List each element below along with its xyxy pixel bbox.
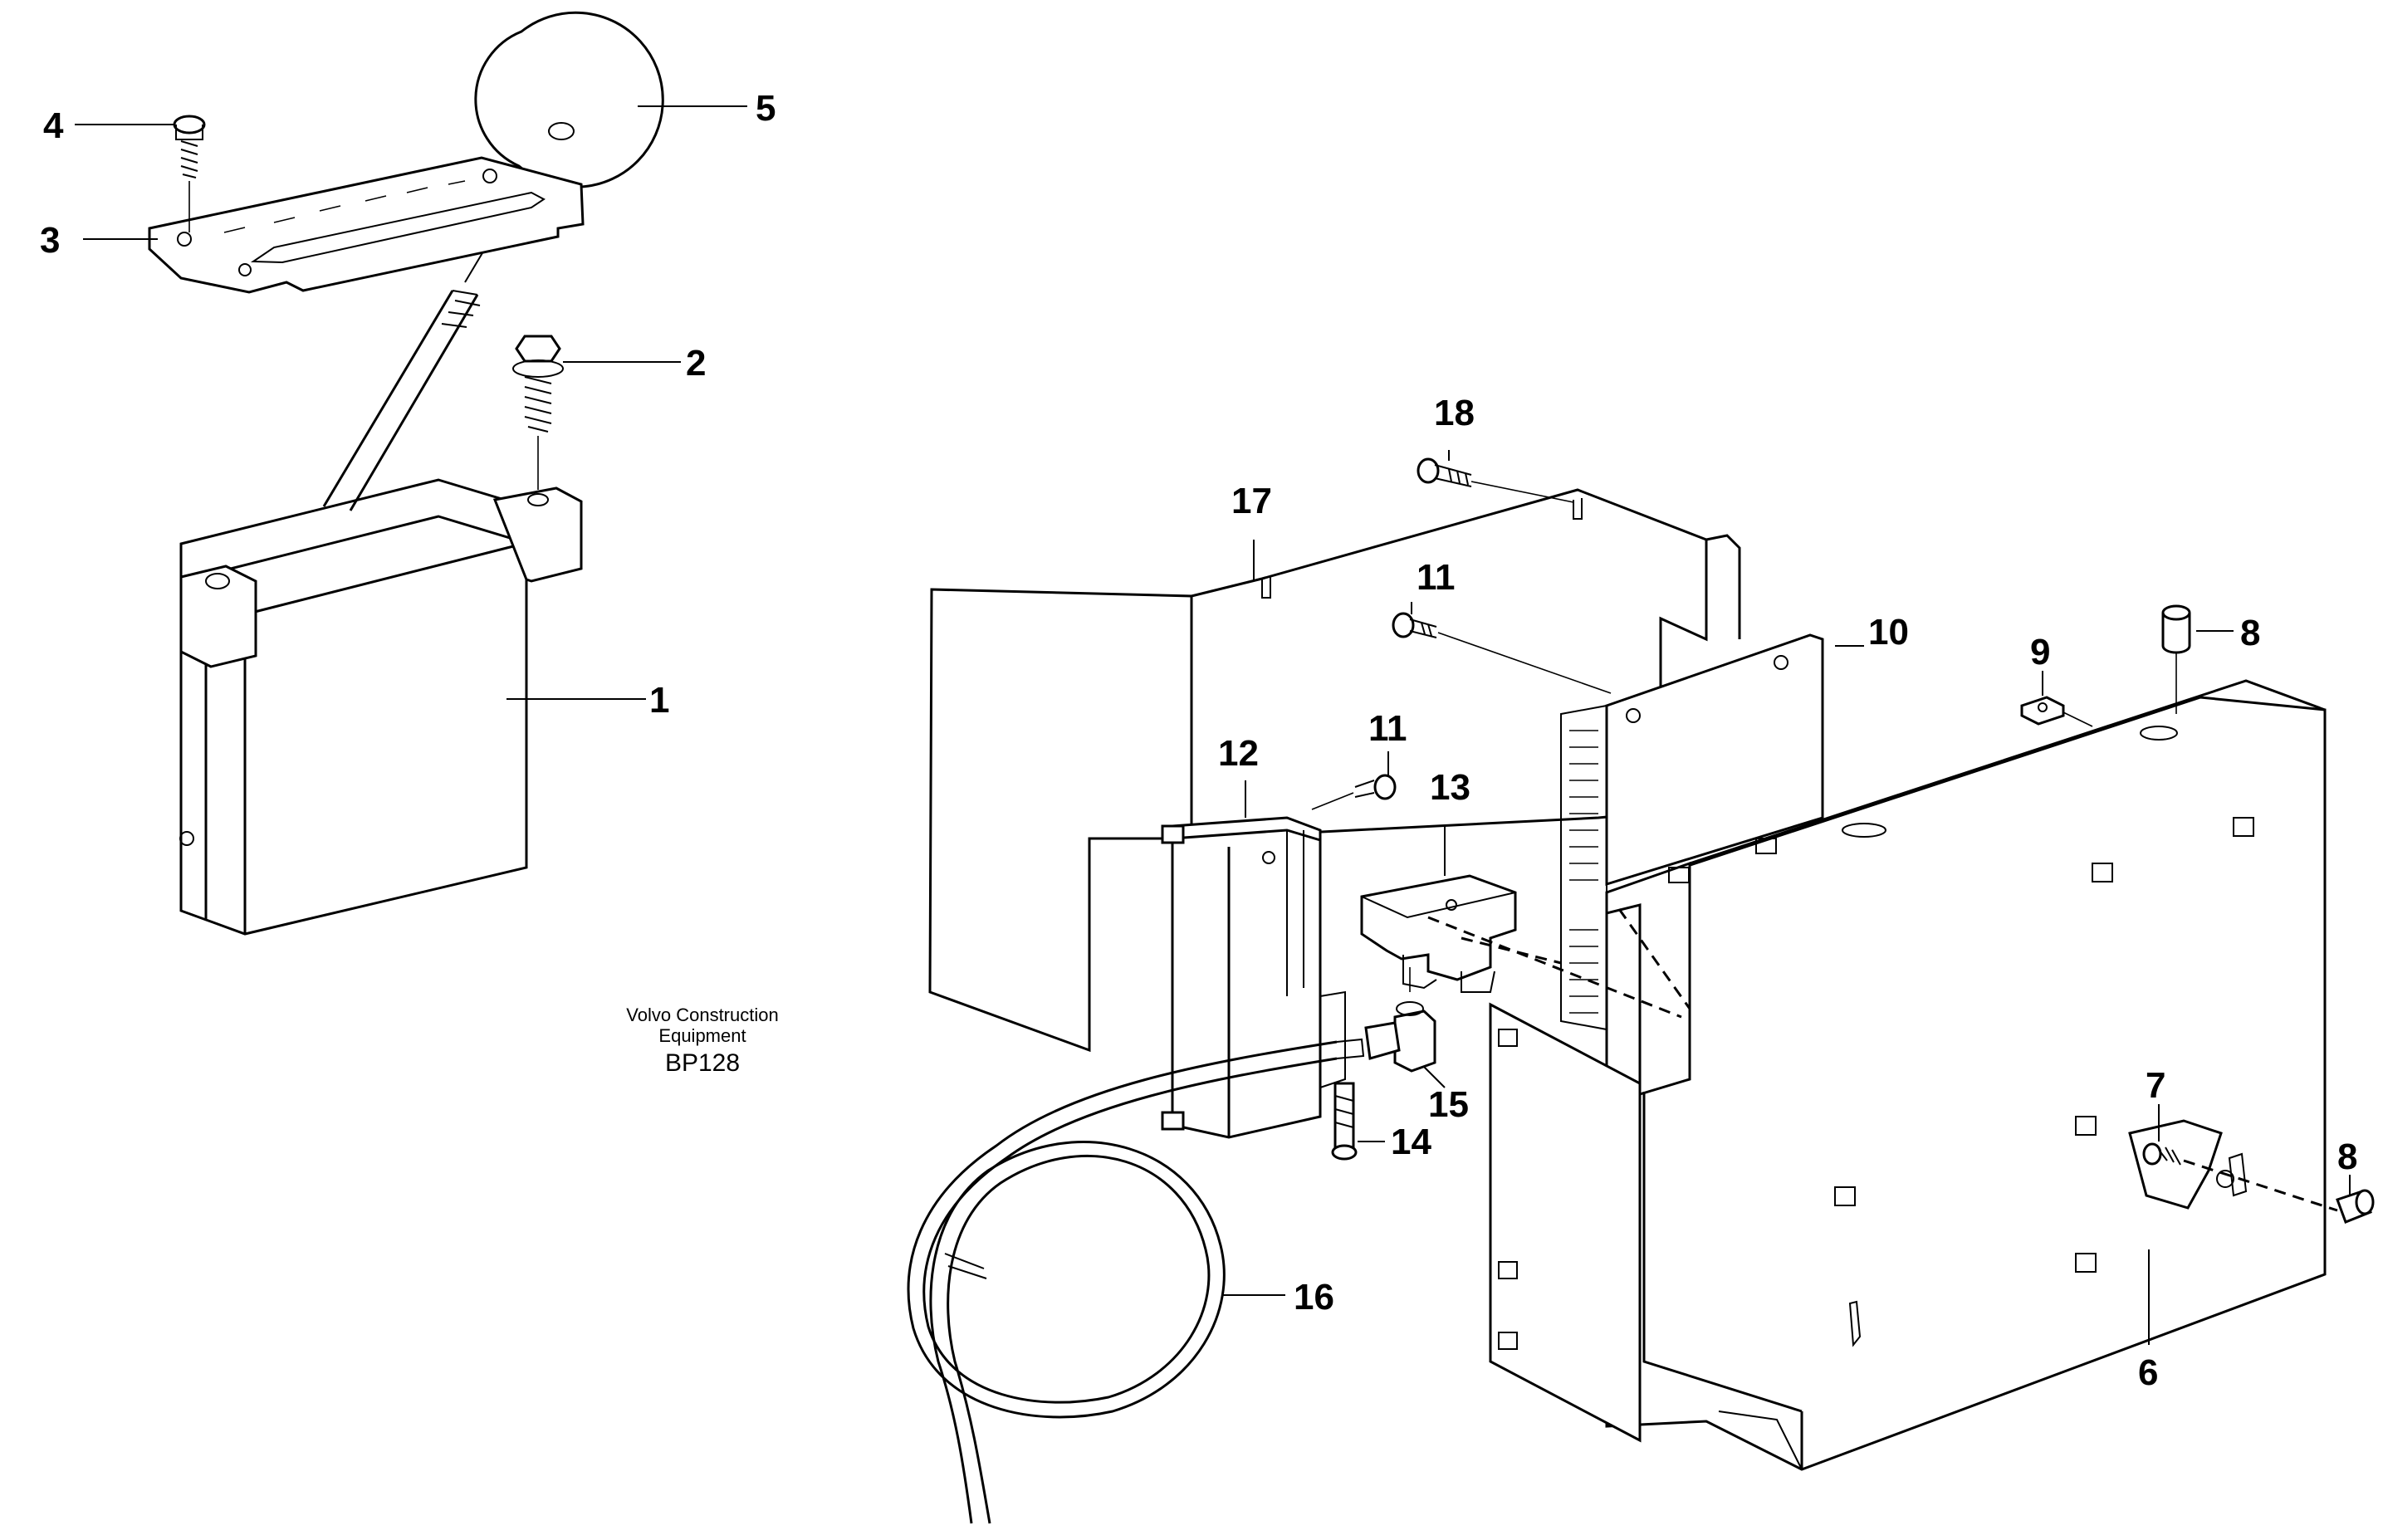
credit-line-2: Equipment <box>658 1025 746 1046</box>
callout-6: 6 <box>2138 1352 2158 1393</box>
callout-13: 13 <box>1430 767 1470 808</box>
callout-labels: 1 2 3 4 5 6 7 8 8 9 10 11 11 12 13 14 15… <box>40 88 2357 1393</box>
callout-7: 7 <box>2146 1065 2165 1106</box>
callout-8-top: 8 <box>2240 613 2260 653</box>
callout-17: 17 <box>1231 481 1272 521</box>
callout-11-upper: 11 <box>1417 557 1456 598</box>
pressure-switch-part-13 <box>1360 874 1682 1019</box>
callout-3: 3 <box>40 220 60 261</box>
callout-11-lower: 11 <box>1368 708 1407 749</box>
callout-9: 9 <box>2030 632 2050 672</box>
screw-part-7 <box>2128 1119 2338 1212</box>
callout-1: 1 <box>649 680 669 721</box>
callout-14: 14 <box>1391 1122 1431 1162</box>
bolt-part-2 <box>512 335 564 490</box>
screw-part-11-upper <box>1392 612 1612 694</box>
housing-part-6 <box>1489 679 2327 1471</box>
callout-16: 16 <box>1294 1277 1334 1318</box>
control-unit-part-1 <box>179 478 583 936</box>
callout-5: 5 <box>756 88 776 129</box>
drawing-code: BP128 <box>665 1049 740 1077</box>
gate-plate-part-3 <box>148 156 585 294</box>
credit-line-1: Volvo Construction <box>626 1005 778 1025</box>
callout-15: 15 <box>1428 1084 1469 1125</box>
relay-part-12 <box>1161 816 1346 1139</box>
callout-10: 10 <box>1868 612 1909 653</box>
lever-knob-part-5 <box>474 11 664 188</box>
elbow-fitting-part-15 <box>1364 967 1436 1073</box>
callout-18: 18 <box>1434 393 1475 433</box>
leader-lines <box>75 105 2351 1345</box>
credit-block: Volvo Construction Equipment BP128 <box>626 1005 778 1077</box>
hose-part-16 <box>907 1038 1365 1524</box>
screw-part-4 <box>173 115 206 232</box>
callout-2: 2 <box>686 343 706 384</box>
screw-part-18 <box>1417 457 1574 503</box>
screw-part-14 <box>1331 1082 1358 1161</box>
screw-part-11-lower <box>1311 774 1397 810</box>
nut-part-9 <box>2020 696 2093 727</box>
callout-12: 12 <box>1218 733 1259 774</box>
spacer-part-8-top <box>2161 604 2191 714</box>
callout-4: 4 <box>43 105 64 146</box>
spacer-part-8-bottom <box>2336 1189 2375 1224</box>
callout-8-bottom: 8 <box>2337 1137 2357 1177</box>
